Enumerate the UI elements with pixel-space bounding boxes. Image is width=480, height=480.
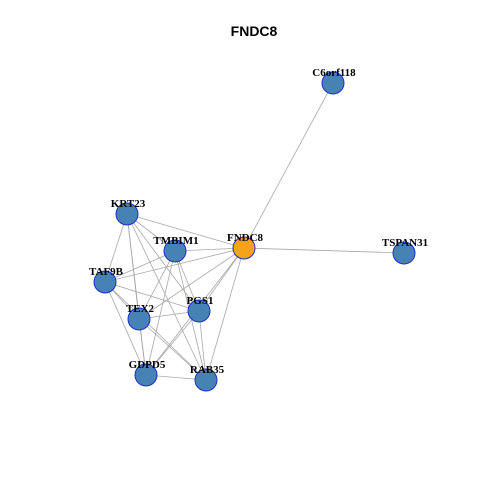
- edge-fndc8-c6orf118: [243, 82, 334, 249]
- node-taf9b[interactable]: [93, 270, 117, 294]
- edge-fndc8-taf9b: [104, 247, 245, 283]
- node-label-tmbim1: TMBIM1: [153, 235, 198, 247]
- edge-tex2-rab35: [138, 318, 207, 381]
- edge-krt23-rab35: [126, 213, 207, 381]
- edge-tmbim1-taf9b: [104, 250, 176, 283]
- node-label-tex2: TEX2: [126, 303, 155, 315]
- edge-fndc8-krt23: [126, 213, 245, 249]
- node-fndc8[interactable]: [232, 236, 256, 260]
- edge-taf9b-gdpd5: [104, 281, 147, 376]
- edge-fndc8-tex2: [138, 247, 245, 320]
- edge-pgs1-gdpd5: [145, 310, 200, 376]
- node-label-fndc8: FNDC8: [227, 232, 264, 244]
- node-tspan31[interactable]: [392, 241, 416, 265]
- edge-fndc8-tspan31: [243, 247, 405, 254]
- node-krt23[interactable]: [115, 202, 139, 226]
- node-layer: [93, 71, 416, 392]
- edge-tmbim1-gdpd5: [145, 250, 176, 376]
- edge-fndc8-rab35: [205, 247, 245, 381]
- node-label-gdpd5: GDPD5: [129, 359, 166, 371]
- node-label-taf9b: TAF9B: [89, 266, 124, 278]
- node-label-pgs1: PGS1: [187, 295, 214, 307]
- node-rab35[interactable]: [194, 368, 218, 392]
- edge-krt23-taf9b: [104, 213, 128, 283]
- node-label-c6orf118: C6orf118: [312, 67, 356, 79]
- node-tex2[interactable]: [127, 307, 151, 331]
- edge-layer: [104, 82, 405, 381]
- edge-taf9b-pgs1: [104, 281, 200, 312]
- node-label-krt23: KRT23: [111, 198, 146, 210]
- edge-taf9b-rab35: [104, 281, 207, 381]
- edge-krt23-pgs1: [126, 213, 200, 312]
- node-pgs1[interactable]: [187, 299, 211, 323]
- edge-fndc8-pgs1: [198, 247, 245, 312]
- node-c6orf118[interactable]: [321, 71, 345, 95]
- node-label-rab35: RAB35: [190, 364, 225, 376]
- graph-title: FNDC8: [231, 23, 278, 39]
- edge-tmbim1-tex2: [138, 250, 176, 320]
- edge-pgs1-rab35: [198, 310, 207, 381]
- node-label-tspan31: TSPAN31: [382, 237, 428, 249]
- node-gdpd5[interactable]: [134, 363, 158, 387]
- node-tmbim1[interactable]: [163, 239, 187, 263]
- edge-fndc8-tmbim1: [174, 247, 245, 252]
